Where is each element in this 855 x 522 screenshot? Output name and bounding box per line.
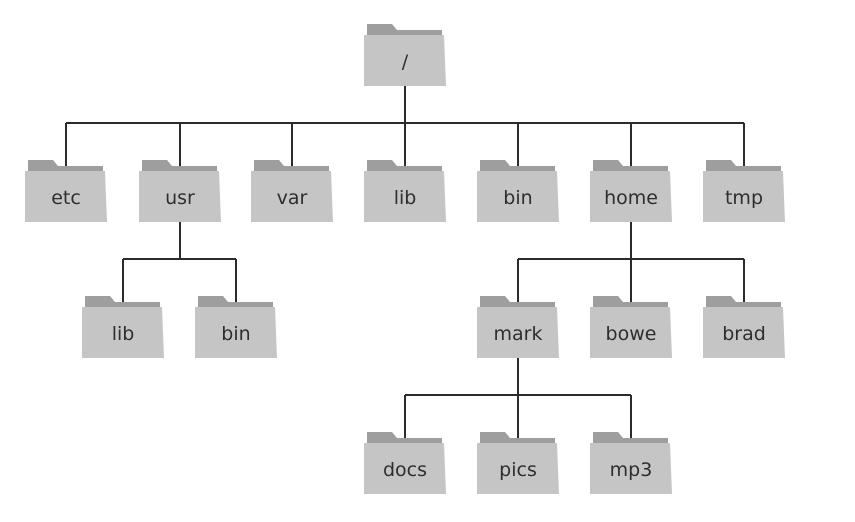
folder-front bbox=[590, 307, 672, 358]
folder-usr-lib: lib bbox=[82, 296, 164, 358]
folder-label: brad bbox=[722, 323, 766, 345]
folder-label: usr bbox=[165, 187, 195, 209]
folder-front bbox=[364, 443, 446, 494]
folder-usr: usr bbox=[139, 160, 221, 222]
folder-brad: brad bbox=[703, 296, 785, 358]
folder-front bbox=[590, 443, 672, 494]
folder-front bbox=[82, 307, 164, 358]
folder-label: mark bbox=[494, 323, 543, 345]
folder-label: bin bbox=[221, 323, 250, 345]
folder-home: home bbox=[590, 160, 672, 222]
folder-front bbox=[703, 307, 785, 358]
folder-bowe: bowe bbox=[590, 296, 672, 358]
folder-front bbox=[477, 171, 559, 222]
folder-label: bin bbox=[503, 187, 532, 209]
folder-label: tmp bbox=[725, 187, 763, 209]
folder-var: var bbox=[251, 160, 333, 222]
folder-front bbox=[195, 307, 277, 358]
folder-label: bowe bbox=[606, 323, 657, 345]
folder-front bbox=[251, 171, 333, 222]
folder-front bbox=[477, 443, 559, 494]
folder-front bbox=[477, 307, 559, 358]
folder-usr-bin: bin bbox=[195, 296, 277, 358]
folder-mp3: mp3 bbox=[590, 432, 672, 494]
folder-label: lib bbox=[112, 323, 135, 345]
folder-front bbox=[364, 35, 446, 86]
folder-label: lib bbox=[394, 187, 417, 209]
folder-front bbox=[703, 171, 785, 222]
folder-label: docs bbox=[383, 459, 427, 481]
folder-label: var bbox=[277, 187, 308, 209]
folder-front bbox=[364, 171, 446, 222]
folder-lib: lib bbox=[364, 160, 446, 222]
folder-front bbox=[25, 171, 107, 222]
tree-folders: / etc usr lib bin var lib bin home mark docs pics mp… bbox=[25, 24, 785, 494]
folder-label: home bbox=[604, 187, 658, 209]
folder-label: pics bbox=[499, 459, 537, 481]
folder-label: etc bbox=[51, 187, 81, 209]
folder-tmp: tmp bbox=[703, 160, 785, 222]
folder-docs: docs bbox=[364, 432, 446, 494]
tree-connectors bbox=[65, 86, 745, 446]
folder-root: / bbox=[364, 24, 446, 86]
folder-front bbox=[590, 171, 672, 222]
folder-label: mp3 bbox=[610, 459, 653, 481]
folder-pics: pics bbox=[477, 432, 559, 494]
folder-bin: bin bbox=[477, 160, 559, 222]
folder-etc: etc bbox=[25, 160, 107, 222]
folder-mark: mark bbox=[477, 296, 559, 358]
folder-front bbox=[139, 171, 221, 222]
folder-label: / bbox=[402, 51, 409, 73]
